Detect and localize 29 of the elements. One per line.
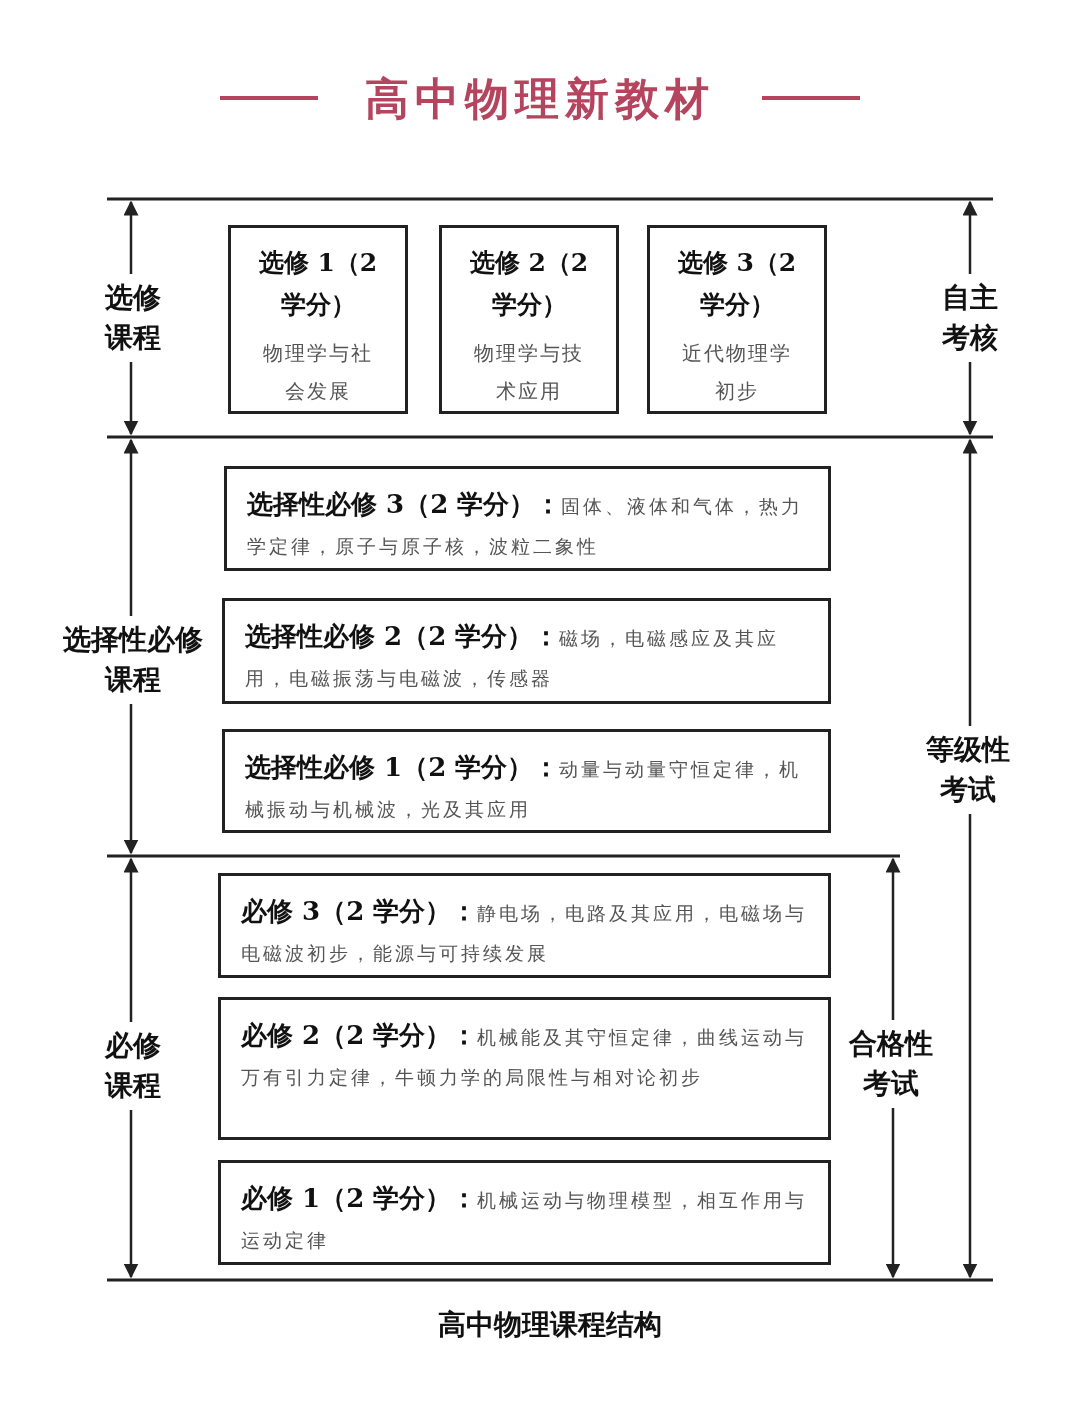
course-box [222,729,831,833]
course-box [647,225,827,414]
course-heading: 选修 1（2 学分） [257,247,379,321]
side-label: 等级性考试 [923,726,1013,814]
course-topics: 物理学与技术应用 [473,340,585,405]
course-topics: 近代物理学初步 [681,340,793,405]
course-description: 选择性必修 2（2 学分）：磁场，电磁感应及其应用，电磁振荡与电磁波，传感器 [245,620,781,691]
side-label: 选修课程 [102,274,164,362]
course-box [222,598,831,704]
side-label: 合格性考试 [846,1020,936,1108]
course-box [218,1160,831,1265]
course-box [218,997,831,1140]
course-description: 必修 1（2 学分）：机械运动与物理模型，相互作用与运动定律 [241,1182,809,1253]
title: 高中物理新教材 [364,72,716,126]
caption: 高中物理课程结构 [437,1307,663,1343]
course-description: 选择性必修 1（2 学分）：动量与动量守恒定律，机械振动与机械波，光及其应用 [245,751,803,822]
side-label: 自主考核 [939,274,1001,362]
side-label: 必修课程 [102,1022,164,1110]
course-box [224,466,831,571]
course-topics: 物理学与社会发展 [262,340,374,405]
course-heading: 选修 2（2 学分） [468,247,590,321]
course-box [218,873,831,978]
course-description: 必修 3（2 学分）：静电场，电路及其应用，电磁场与电磁波初步，能源与可持续发展 [241,895,809,966]
course-box [439,225,619,414]
course-description: 选择性必修 3（2 学分）：固体、液体和气体，热力学定律，原子与原子核，波粒二象性 [247,488,805,559]
side-label: 选择性必修课程 [60,616,206,704]
course-heading: 选修 3（2 学分） [676,247,798,321]
course-box [228,225,408,414]
course-description: 必修 2（2 学分）：机械能及其守恒定律，曲线运动与万有引力定律，牛顿力学的局限性与相对论初步 [241,1019,809,1090]
